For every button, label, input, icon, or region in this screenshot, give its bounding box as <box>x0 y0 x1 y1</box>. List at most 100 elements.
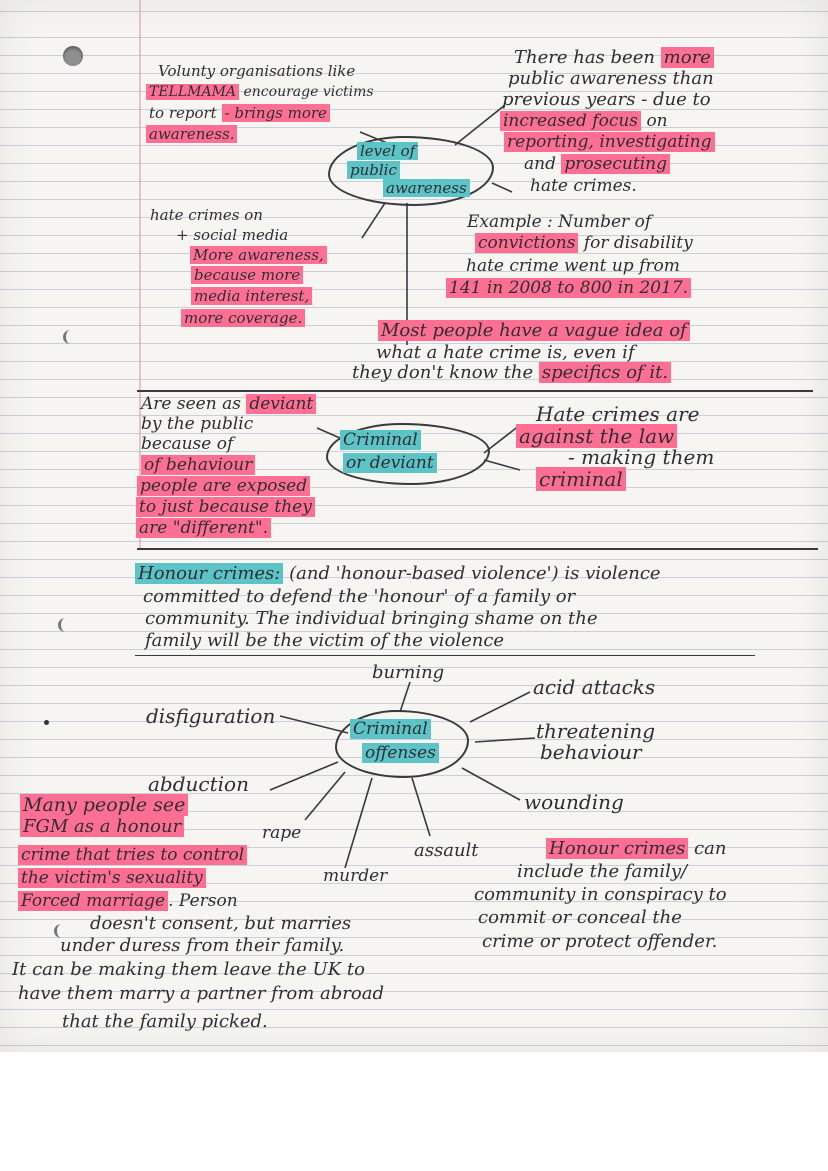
offense-murder: murder <box>323 866 388 886</box>
against-law-line-2: against the law <box>516 424 678 448</box>
offenses-highlight: offenses <box>362 743 439 763</box>
punch-hole <box>58 618 73 632</box>
honour-def-line-1: Honour crimes: (and 'honour-based violen… <box>135 563 661 584</box>
vague-line-2: what a hate crime is, even if <box>376 342 635 363</box>
voluntary-line-4: awareness. <box>146 125 238 143</box>
social-media-line-6: more coverage. <box>181 309 306 327</box>
forced-marriage-highlight: Forced marriage <box>18 891 169 911</box>
because-more-highlight: because more <box>191 266 304 284</box>
honour-crimes-highlight: Honour crimes <box>546 838 689 859</box>
social-media-line-3: More awareness, <box>190 246 327 264</box>
prosecuting-highlight: prosecuting <box>561 154 670 174</box>
fgm-line-2: FGM as a honour <box>20 816 185 837</box>
fgm-line-1: Many people see <box>20 794 189 816</box>
vague-line-1: Most people have a vague idea of <box>378 320 690 341</box>
punch-hole <box>63 46 83 66</box>
public-awareness-line-1: There has been more <box>514 47 714 68</box>
fgm-line-5b: . Person <box>168 891 238 911</box>
cloud-offenses-line-2: offenses <box>362 743 439 763</box>
fgm-line-9: have them marry a partner from abroad <box>18 983 384 1004</box>
cloud-criminal <box>326 423 490 485</box>
offense-disfiguration: disfiguration <box>146 704 276 728</box>
public-awareness-line-7: hate crimes. <box>530 176 637 196</box>
level-of-highlight: level of <box>357 142 419 160</box>
offense-rape: rape <box>262 823 302 843</box>
tellmama-highlight: TELLMAMA <box>146 84 240 100</box>
deviant-line-1: Are seen as deviant <box>141 394 317 414</box>
offense-wounding: wounding <box>524 790 624 814</box>
specifics-highlight: specifics of it. <box>538 362 672 383</box>
cloud-awareness-line-3: awareness <box>383 179 470 197</box>
example-line-3: hate crime went up from <box>466 256 680 276</box>
section-divider <box>137 390 813 392</box>
public-awareness-line-4: increased focus on <box>500 111 668 131</box>
cloud-awareness <box>328 136 494 206</box>
deviant-line-5: people are exposed <box>137 476 311 496</box>
fgm-line-3: crime that tries to control <box>18 845 248 865</box>
honour-family-line-1: Honour crimes can <box>546 838 726 859</box>
public-awareness-line-1a: There has been <box>514 47 655 68</box>
honour-def-line-3: community. The individual bringing shame… <box>145 608 598 629</box>
social-media-line-1: hate crimes on <box>150 206 263 224</box>
honour-def-line-2: committed to defend the 'honour' of a fa… <box>143 586 576 607</box>
fgm-highlight: FGM as a honour <box>20 816 185 837</box>
offense-acid: acid attacks <box>533 675 656 699</box>
deviant-line-6: to just because they <box>136 497 315 517</box>
sexuality-highlight: the victim's sexuality <box>18 868 206 888</box>
honour-crimes-title: Honour crimes: <box>135 563 284 584</box>
voluntary-line-3a: to report <box>149 104 217 122</box>
public-awareness-line-4b: on <box>646 111 668 131</box>
example-line-2b: for disability <box>583 233 693 253</box>
deviant-line-1a: Are seen as <box>141 394 241 414</box>
public-awareness-line-2: public awareness than <box>508 68 714 89</box>
against-law-highlight: against the law <box>516 424 678 448</box>
awareness-cloud-highlight: awareness <box>383 179 470 197</box>
fgm-line-10: that the family picked. <box>62 1011 268 1032</box>
public-awareness-line-5: reporting, investigating <box>504 132 715 152</box>
different-highlight: are "different". <box>136 518 272 538</box>
deviant-line-2: by the public <box>141 414 254 434</box>
example-line-2: convictions for disability <box>475 233 693 253</box>
social-media-line-2: + social media <box>176 226 289 244</box>
notebook-page: Volunty organisations like TELLMAMA enco… <box>0 0 828 1052</box>
offense-abduction: abduction <box>148 772 249 796</box>
or-deviant-highlight: or deviant <box>343 453 437 473</box>
punch-hole <box>63 330 78 344</box>
exposed-highlight: people are exposed <box>137 476 311 496</box>
more-highlight: more <box>660 47 714 68</box>
criminal-highlight: Criminal <box>340 430 421 450</box>
cloud-offenses <box>335 710 469 778</box>
honour-family-line-3: community in conspiracy to <box>474 884 727 905</box>
ink-dot <box>44 720 49 725</box>
media-interest-highlight: media interest, <box>191 287 313 305</box>
because-they-highlight: to just because they <box>136 497 315 517</box>
fgm-line-6: doesn't consent, but marries <box>90 913 352 934</box>
criminal-offenses-highlight: Criminal <box>350 719 431 739</box>
voluntary-line-1: Volunty organisations like <box>158 62 356 80</box>
cloud-awareness-line-2: public <box>347 161 400 179</box>
criminal-word-highlight: criminal <box>536 467 626 491</box>
most-people-highlight: Most people have a vague idea of <box>378 320 690 341</box>
voluntary-line-2b: encourage victims <box>243 84 374 100</box>
cloud-awareness-line-1: level of <box>357 142 419 160</box>
public-awareness-line-6a: and <box>524 154 556 174</box>
fgm-line-8: It can be making them leave the UK to <box>12 959 365 980</box>
example-line-1: Example : Number of <box>467 212 652 232</box>
honour-def-line-4: family will be the victim of the violenc… <box>145 630 505 651</box>
punch-hole <box>54 924 69 938</box>
fgm-line-5: Forced marriage. Person <box>18 891 238 911</box>
deviant-highlight: deviant <box>246 394 317 414</box>
against-law-line-3: - making them <box>568 445 715 469</box>
honour-family-line-2: include the family/ <box>517 861 688 882</box>
offense-threatening-1: threatening <box>536 719 656 743</box>
honour-family-line-5: crime or protect offender. <box>482 931 718 952</box>
fgm-line-4: the victim's sexuality <box>18 868 206 888</box>
fgm-line-7: under duress from their family. <box>60 935 345 956</box>
vague-line-3: they don't know the specifics of it. <box>352 362 672 383</box>
voluntary-line-3: to report - brings more <box>149 104 330 122</box>
behaviour-highlight: of behaviour <box>141 455 256 475</box>
cloud-offenses-line-1: Criminal <box>350 719 431 739</box>
against-law-line-4: criminal <box>536 467 626 491</box>
underline <box>135 655 755 656</box>
increased-focus-highlight: increased focus <box>500 111 642 131</box>
